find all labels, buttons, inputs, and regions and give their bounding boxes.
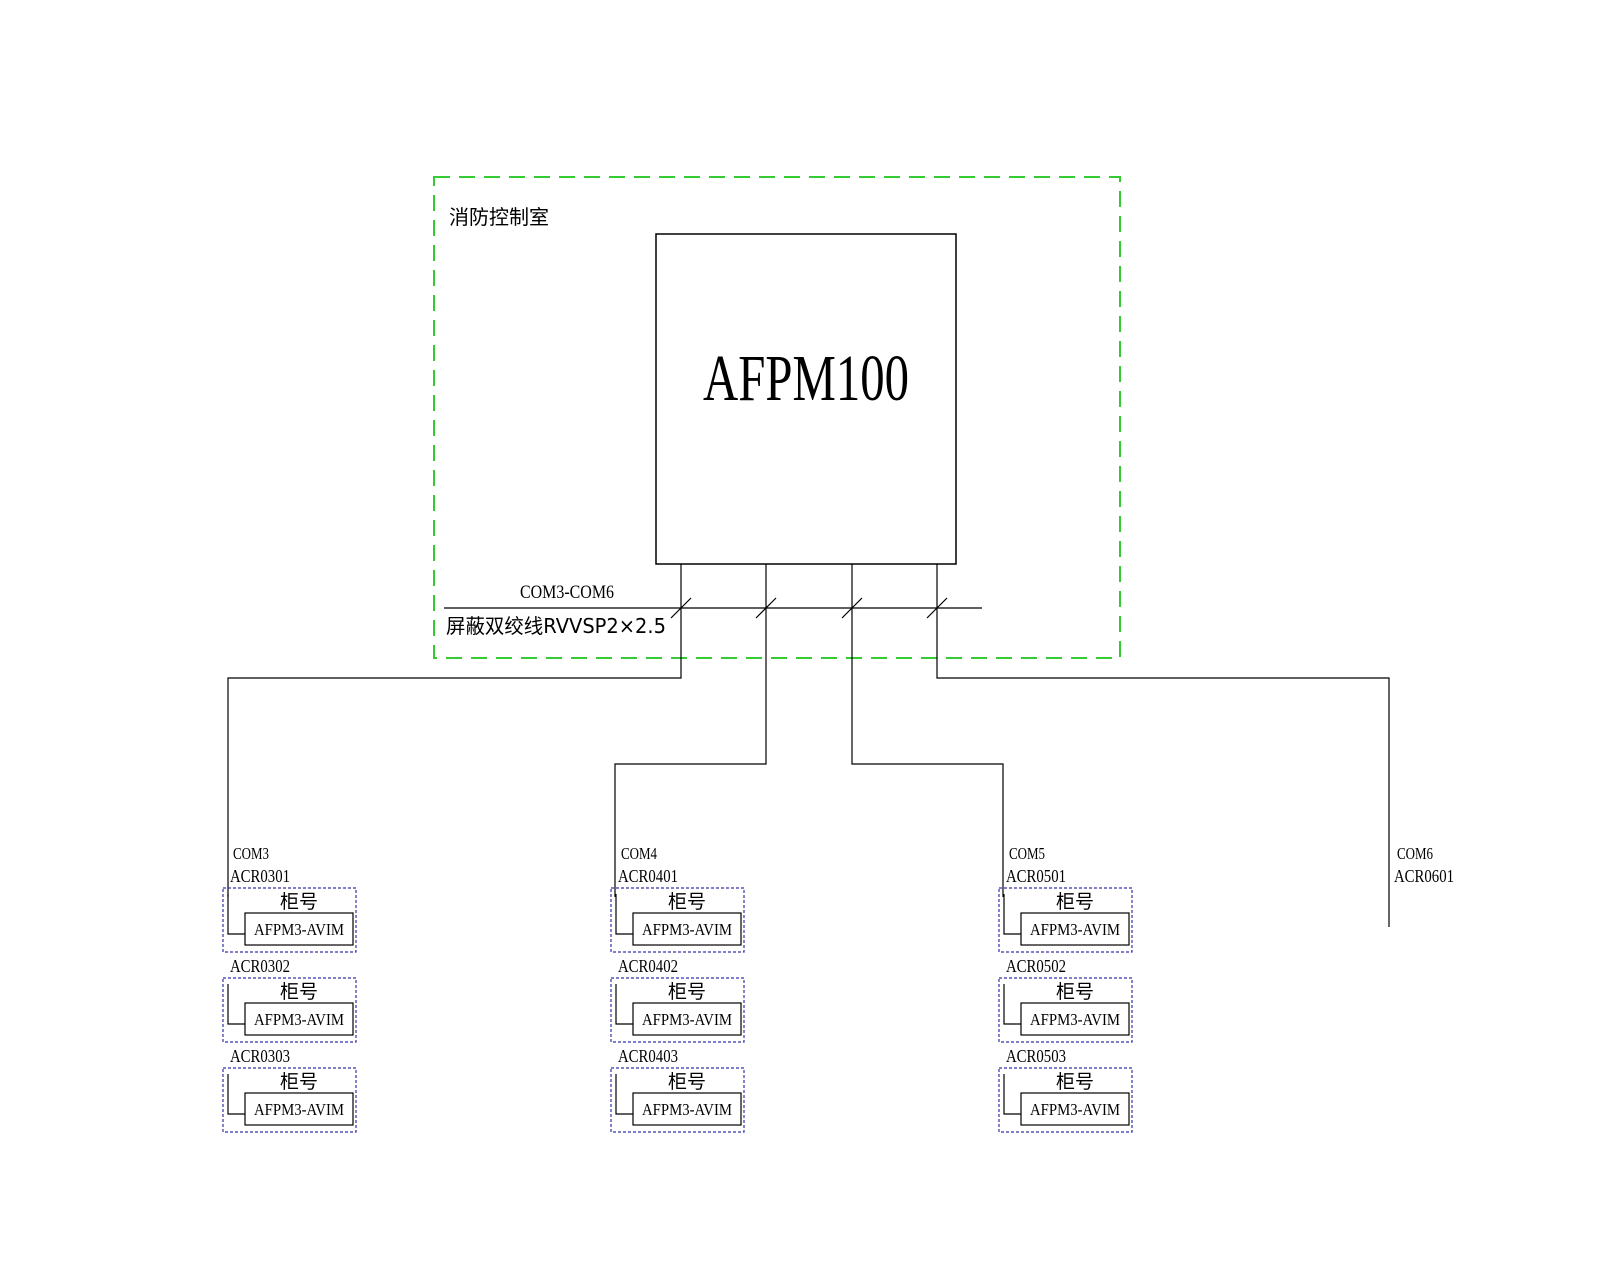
cabinet-label: 柜号 (1056, 981, 1094, 1003)
meter-module: 柜号 AFPM3-AVIM (610, 887, 745, 953)
device-model-label: AFPM3-AVIM (254, 920, 344, 939)
device-box (244, 912, 354, 946)
com-port-label: COM5 (1009, 844, 1045, 863)
cabinet-label: 柜号 (280, 891, 318, 913)
meter-module: 柜号 AFPM3-AVIM (222, 977, 357, 1043)
meter-module: 柜号 AFPM3-AVIM (998, 1067, 1133, 1133)
device-box (632, 1002, 742, 1036)
device-box (632, 1092, 742, 1126)
meter-module: 柜号 AFPM3-AVIM (222, 1067, 357, 1133)
cabinet-label: 柜号 (280, 1071, 318, 1093)
fire-control-room-label: 消防控制室 (449, 205, 549, 229)
module-address: ACR0503 (1006, 1046, 1066, 1066)
wiring (227, 564, 1390, 927)
com-port-label: COM6 (1397, 844, 1433, 863)
cable-tick-com4 (755, 597, 777, 619)
device-box (1020, 1092, 1130, 1126)
cabinet-label: 柜号 (668, 981, 706, 1003)
main-unit-label: AFPM100 (703, 342, 909, 415)
device-model-label: AFPM3-AVIM (1030, 920, 1120, 939)
device-model-label: AFPM3-AVIM (254, 1100, 344, 1119)
cabinet-label: 柜号 (668, 891, 706, 913)
module-address: ACR0301 (230, 866, 290, 886)
com-port-label: COM4 (621, 844, 657, 863)
cabinet-label: 柜号 (1056, 891, 1094, 913)
fire-control-room-boundary (433, 176, 1121, 659)
bus-label-top: COM3-COM6 (520, 582, 614, 603)
module-frame (998, 887, 1133, 953)
cabinet-label: 柜号 (1056, 1071, 1094, 1093)
module-address: ACR0601 (1394, 866, 1454, 886)
meter-module: 柜号 AFPM3-AVIM (998, 887, 1133, 953)
module-connection-line (227, 984, 245, 1025)
device-model-label: AFPM3-AVIM (1030, 1100, 1120, 1119)
meter-module: 柜号 AFPM3-AVIM (610, 1067, 745, 1133)
main-unit-box (655, 233, 957, 565)
module-connection-line (615, 1074, 633, 1115)
module-address: ACR0402 (618, 956, 678, 976)
meter-module: 柜号 AFPM3-AVIM (222, 887, 357, 953)
com-port-label: COM3 (233, 844, 269, 863)
module-frame (998, 1067, 1133, 1133)
wire-com4 (614, 564, 767, 897)
module-address: ACR0303 (230, 1046, 290, 1066)
device-model-label: AFPM3-AVIM (642, 920, 732, 939)
module-address: ACR0502 (1006, 956, 1066, 976)
device-model-label: AFPM3-AVIM (642, 1010, 732, 1029)
device-box (244, 1092, 354, 1126)
module-connection-line (1003, 894, 1021, 935)
cable-tick-marks (670, 597, 948, 619)
module-address: ACR0401 (618, 866, 678, 886)
module-connection-line (227, 1074, 245, 1115)
device-model-label: AFPM3-AVIM (642, 1100, 732, 1119)
bus-label-bottom: 屏蔽双绞线RVVSP2×2.5 (446, 614, 666, 638)
device-box (1020, 912, 1130, 946)
module-address: ACR0501 (1006, 866, 1066, 886)
device-box (632, 912, 742, 946)
device-model-label: AFPM3-AVIM (254, 1010, 344, 1029)
module-connection-line (615, 984, 633, 1025)
module-frame (610, 887, 745, 953)
module-frame (610, 1067, 745, 1133)
cable-tick-com5 (841, 597, 863, 619)
module-frame (222, 977, 357, 1043)
module-address: ACR0403 (618, 1046, 678, 1066)
meter-module: 柜号 AFPM3-AVIM (610, 977, 745, 1043)
module-address: ACR0302 (230, 956, 290, 976)
device-box (1020, 1002, 1130, 1036)
cabinet-label: 柜号 (280, 981, 318, 1003)
module-connection-line (615, 894, 633, 935)
module-frame (222, 887, 357, 953)
cabinet-label: 柜号 (668, 1071, 706, 1093)
module-frame (998, 977, 1133, 1043)
module-connection-line (1003, 1074, 1021, 1115)
module-connection-line (227, 894, 245, 935)
wire-com3 (227, 564, 682, 897)
device-model-label: AFPM3-AVIM (1030, 1010, 1120, 1029)
module-frame (222, 1067, 357, 1133)
module-frame (610, 977, 745, 1043)
cable-tick-com6 (926, 597, 948, 619)
device-box (244, 1002, 354, 1036)
meter-module: 柜号 AFPM3-AVIM (998, 977, 1133, 1043)
wire-com5 (851, 564, 1004, 897)
module-connection-line (1003, 984, 1021, 1025)
cable-tick-com3 (670, 597, 692, 619)
wire-com6 (936, 564, 1390, 927)
